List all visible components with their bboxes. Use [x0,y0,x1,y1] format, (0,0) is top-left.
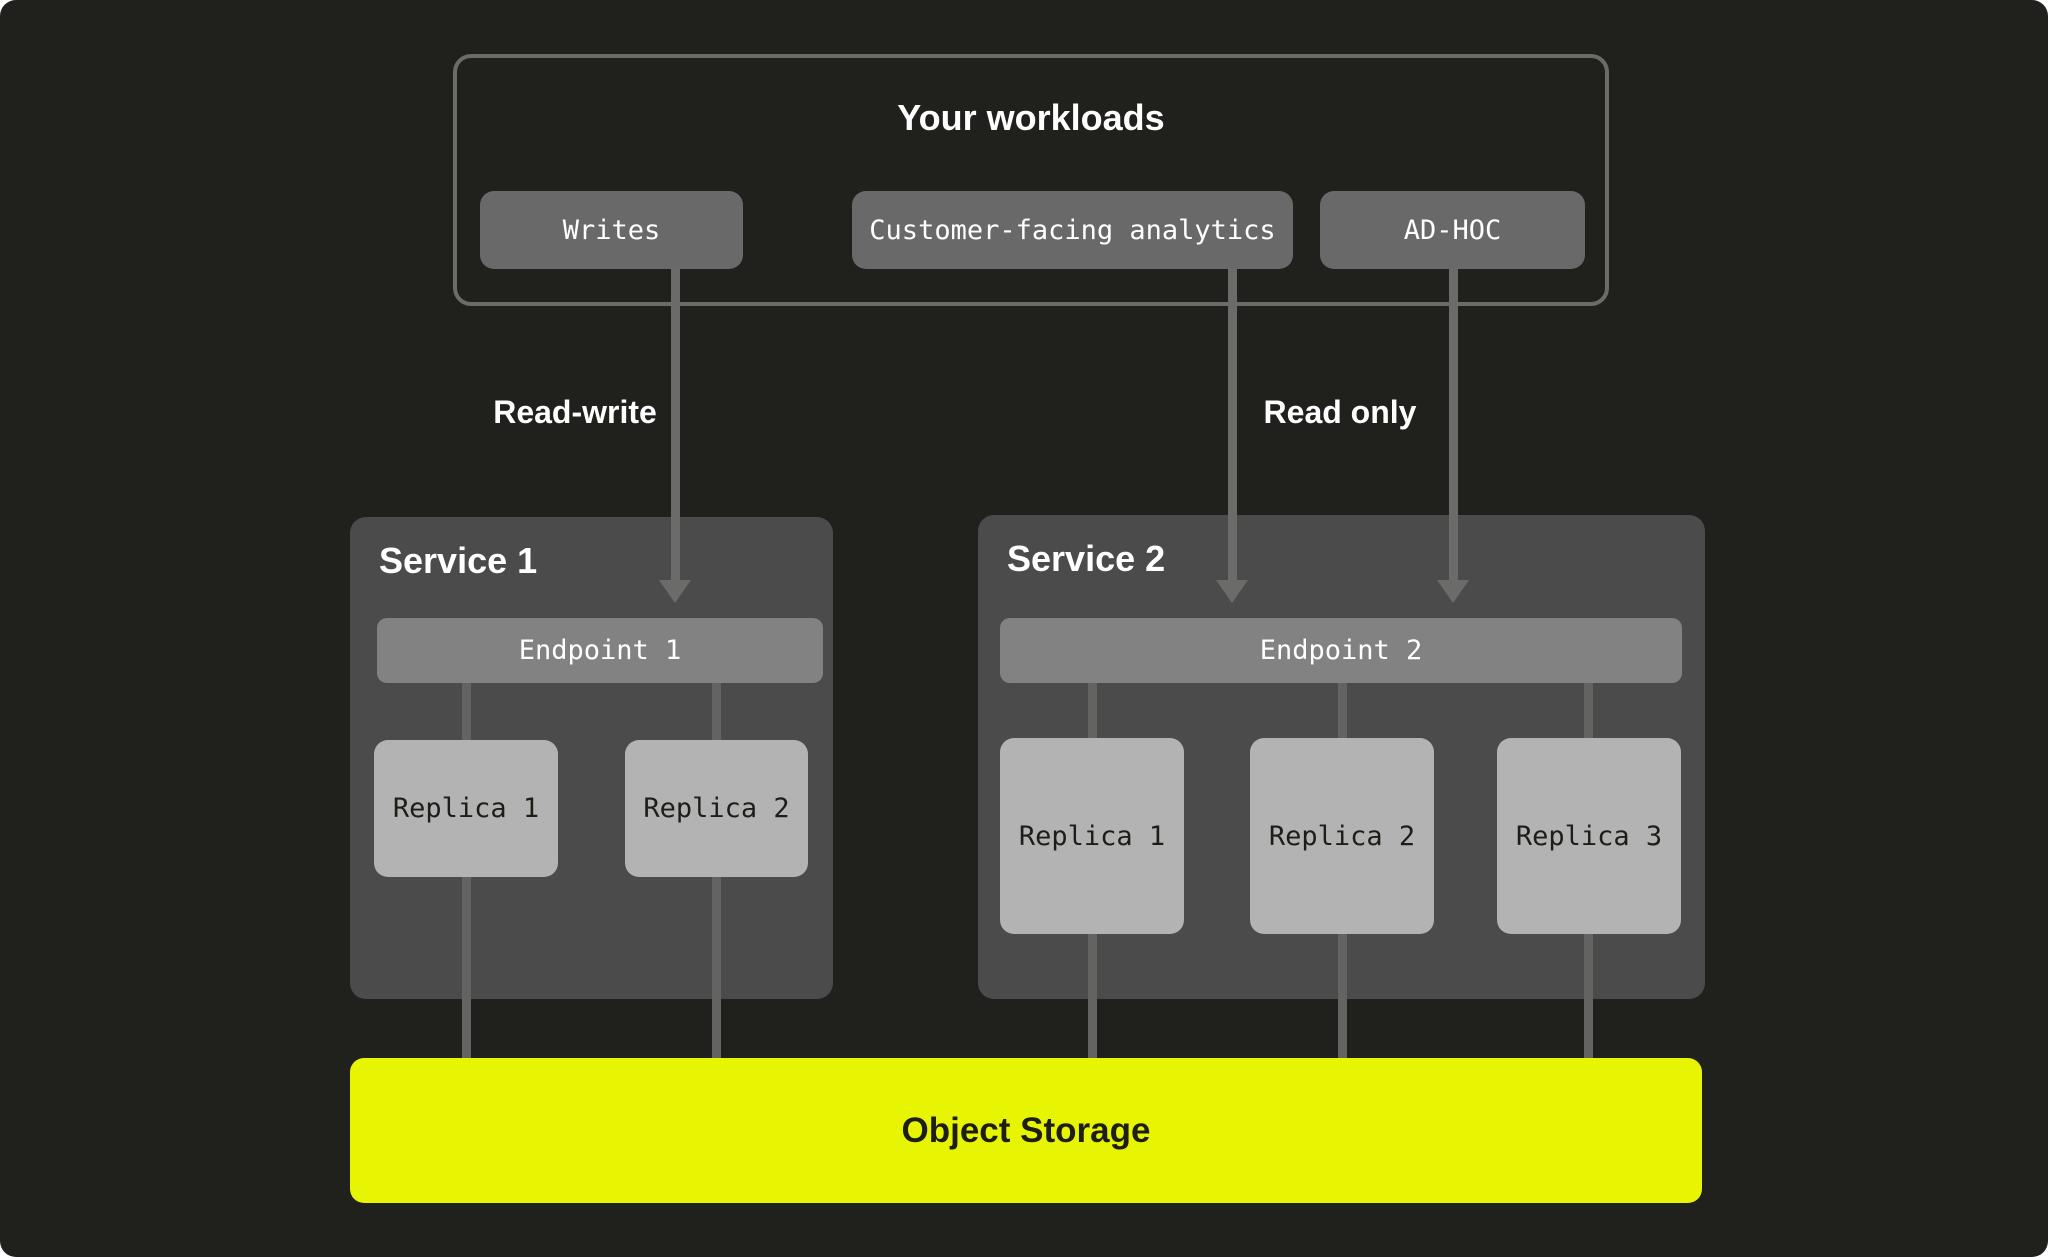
read-write-label: Read-write [493,394,657,430]
service-1-replica-2: Replica 2 [625,740,808,877]
workload-pill-ad-hoc-label: AD-HOC [1403,214,1502,246]
workload-pill-ad-hoc: AD-HOC [1320,191,1585,269]
workload-pill-writes: Writes [480,191,743,269]
arrow-line-adhoc-endpoint2 [1449,268,1458,582]
workloads-title: Your workloads [897,97,1165,138]
service-2-replica-3: Replica 3 [1497,738,1681,934]
arrowhead-adhoc-endpoint2 [1437,580,1469,603]
workload-pill-customer-facing-analytics: Customer-facing analytics [852,191,1293,269]
arrow-line-writes-endpoint1 [671,268,680,582]
object-storage-label: Object Storage [901,1110,1151,1150]
service-1-endpoint: Endpoint 1 [377,618,823,683]
service-1-replica-1: Replica 1 [374,740,558,877]
workload-pill-writes-label: Writes [562,214,661,246]
arrow-line-analytics-endpoint2 [1228,268,1237,582]
read-only-label: Read only [1263,394,1417,430]
workload-pill-customer-facing-analytics-label: Customer-facing analytics [869,214,1276,246]
arrowhead-writes-endpoint1 [659,580,691,603]
service-1-title: Service 1 [379,540,538,581]
service-2-endpoint: Endpoint 2 [1000,618,1682,683]
service-2-title: Service 2 [1007,538,1166,579]
service-2-replica-2: Replica 2 [1250,738,1434,934]
object-storage-bar: Object Storage [350,1058,1702,1203]
service-2-replica-1: Replica 1 [1000,738,1184,934]
arrowhead-analytics-endpoint2 [1216,580,1248,603]
workloads-box [453,54,1609,306]
